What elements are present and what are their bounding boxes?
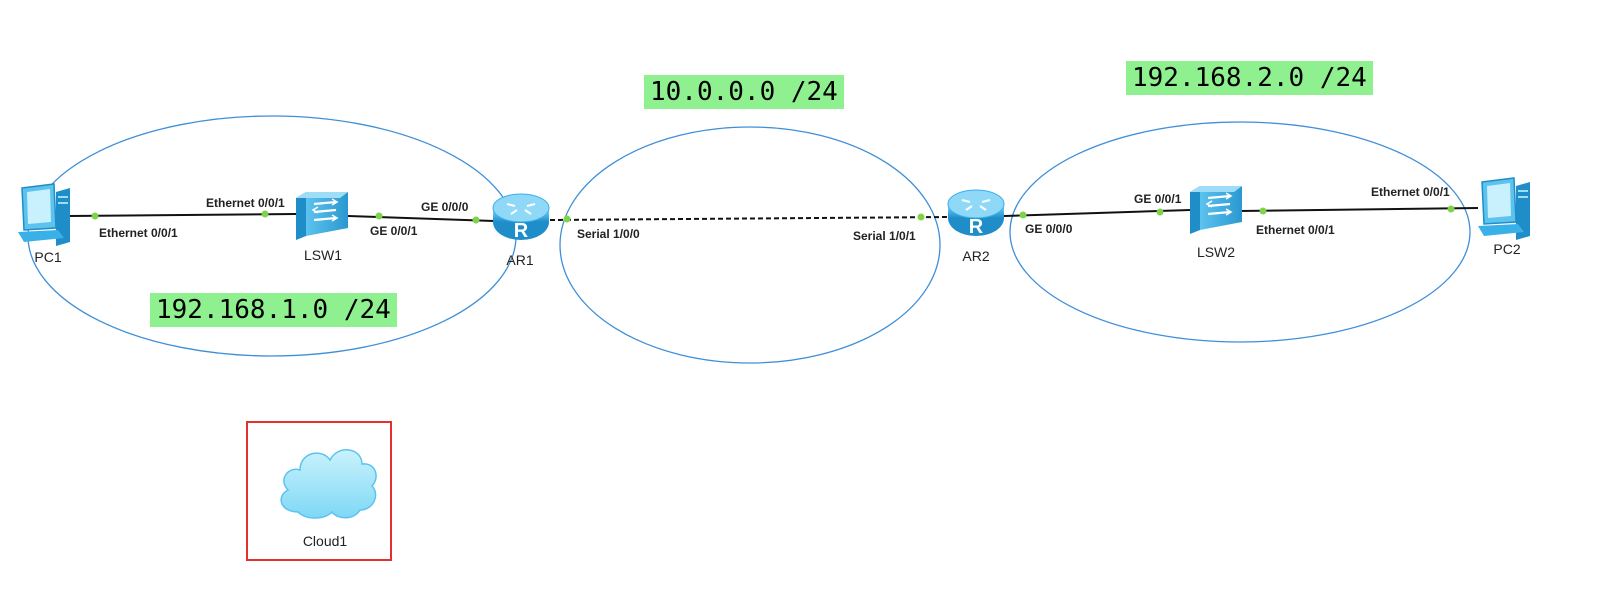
port-dot: [1259, 207, 1267, 215]
selection-box: [246, 421, 392, 561]
router-icon[interactable]: R: [947, 189, 1005, 238]
port-label: Ethernet 0/0/1: [1371, 185, 1450, 199]
switch-icon[interactable]: [1190, 186, 1242, 234]
switch-icon[interactable]: [296, 192, 348, 240]
port-label: Ethernet 0/0/1: [206, 196, 285, 210]
link-lsw2-pc2[interactable]: [1239, 207, 1479, 212]
device-label-ar1: AR1: [506, 252, 534, 268]
port-dot: [472, 216, 480, 224]
port-label: Serial 1/0/0: [577, 227, 640, 241]
link-ar1-ar2-serial[interactable]: [549, 216, 951, 221]
pc-icon[interactable]: [1478, 177, 1530, 240]
port-dot: [1019, 211, 1027, 219]
network-label-lan2: 192.168.2.0 /24: [1126, 61, 1373, 95]
port-label: GE 0/0/1: [370, 224, 418, 238]
device-label-ar2: AR2: [962, 248, 990, 264]
network-ellipse-wan: [559, 126, 941, 364]
network-ellipse-lan2: [1009, 121, 1471, 343]
port-label: Serial 1/0/1: [853, 229, 916, 243]
cloud-icon[interactable]: [280, 449, 377, 519]
port-dot: [1156, 208, 1164, 216]
router-icon[interactable]: R: [492, 193, 550, 242]
link-pc1-lsw1[interactable]: [69, 213, 297, 217]
port-label: Ethernet 0/0/1: [1256, 223, 1335, 237]
device-label-pc2: PC2: [1493, 241, 1521, 257]
svg-text:R: R: [514, 220, 529, 242]
device-label-cloud1: Cloud1: [302, 533, 348, 549]
port-dot: [375, 212, 383, 220]
port-label: GE 0/0/0: [421, 200, 469, 214]
device-label-pc1: PC1: [34, 249, 62, 265]
port-label: Ethernet 0/0/1: [99, 226, 178, 240]
port-label: GE 0/0/1: [1134, 192, 1182, 206]
port-dot: [91, 212, 99, 220]
port-dot: [917, 213, 925, 221]
link-lsw1-ar1[interactable]: [347, 215, 495, 222]
pc-icon[interactable]: [18, 183, 70, 246]
port-dot: [563, 215, 571, 223]
network-label-lan1: 192.168.1.0 /24: [150, 293, 397, 327]
device-label-lsw2: LSW2: [1196, 244, 1236, 260]
port-dot: [261, 210, 269, 218]
device-label-lsw1: LSW1: [303, 247, 343, 263]
network-label-wan: 10.0.0.0 /24: [644, 75, 844, 109]
svg-text:R: R: [969, 216, 984, 238]
port-label: GE 0/0/0: [1025, 222, 1073, 236]
port-dot: [1447, 205, 1455, 213]
